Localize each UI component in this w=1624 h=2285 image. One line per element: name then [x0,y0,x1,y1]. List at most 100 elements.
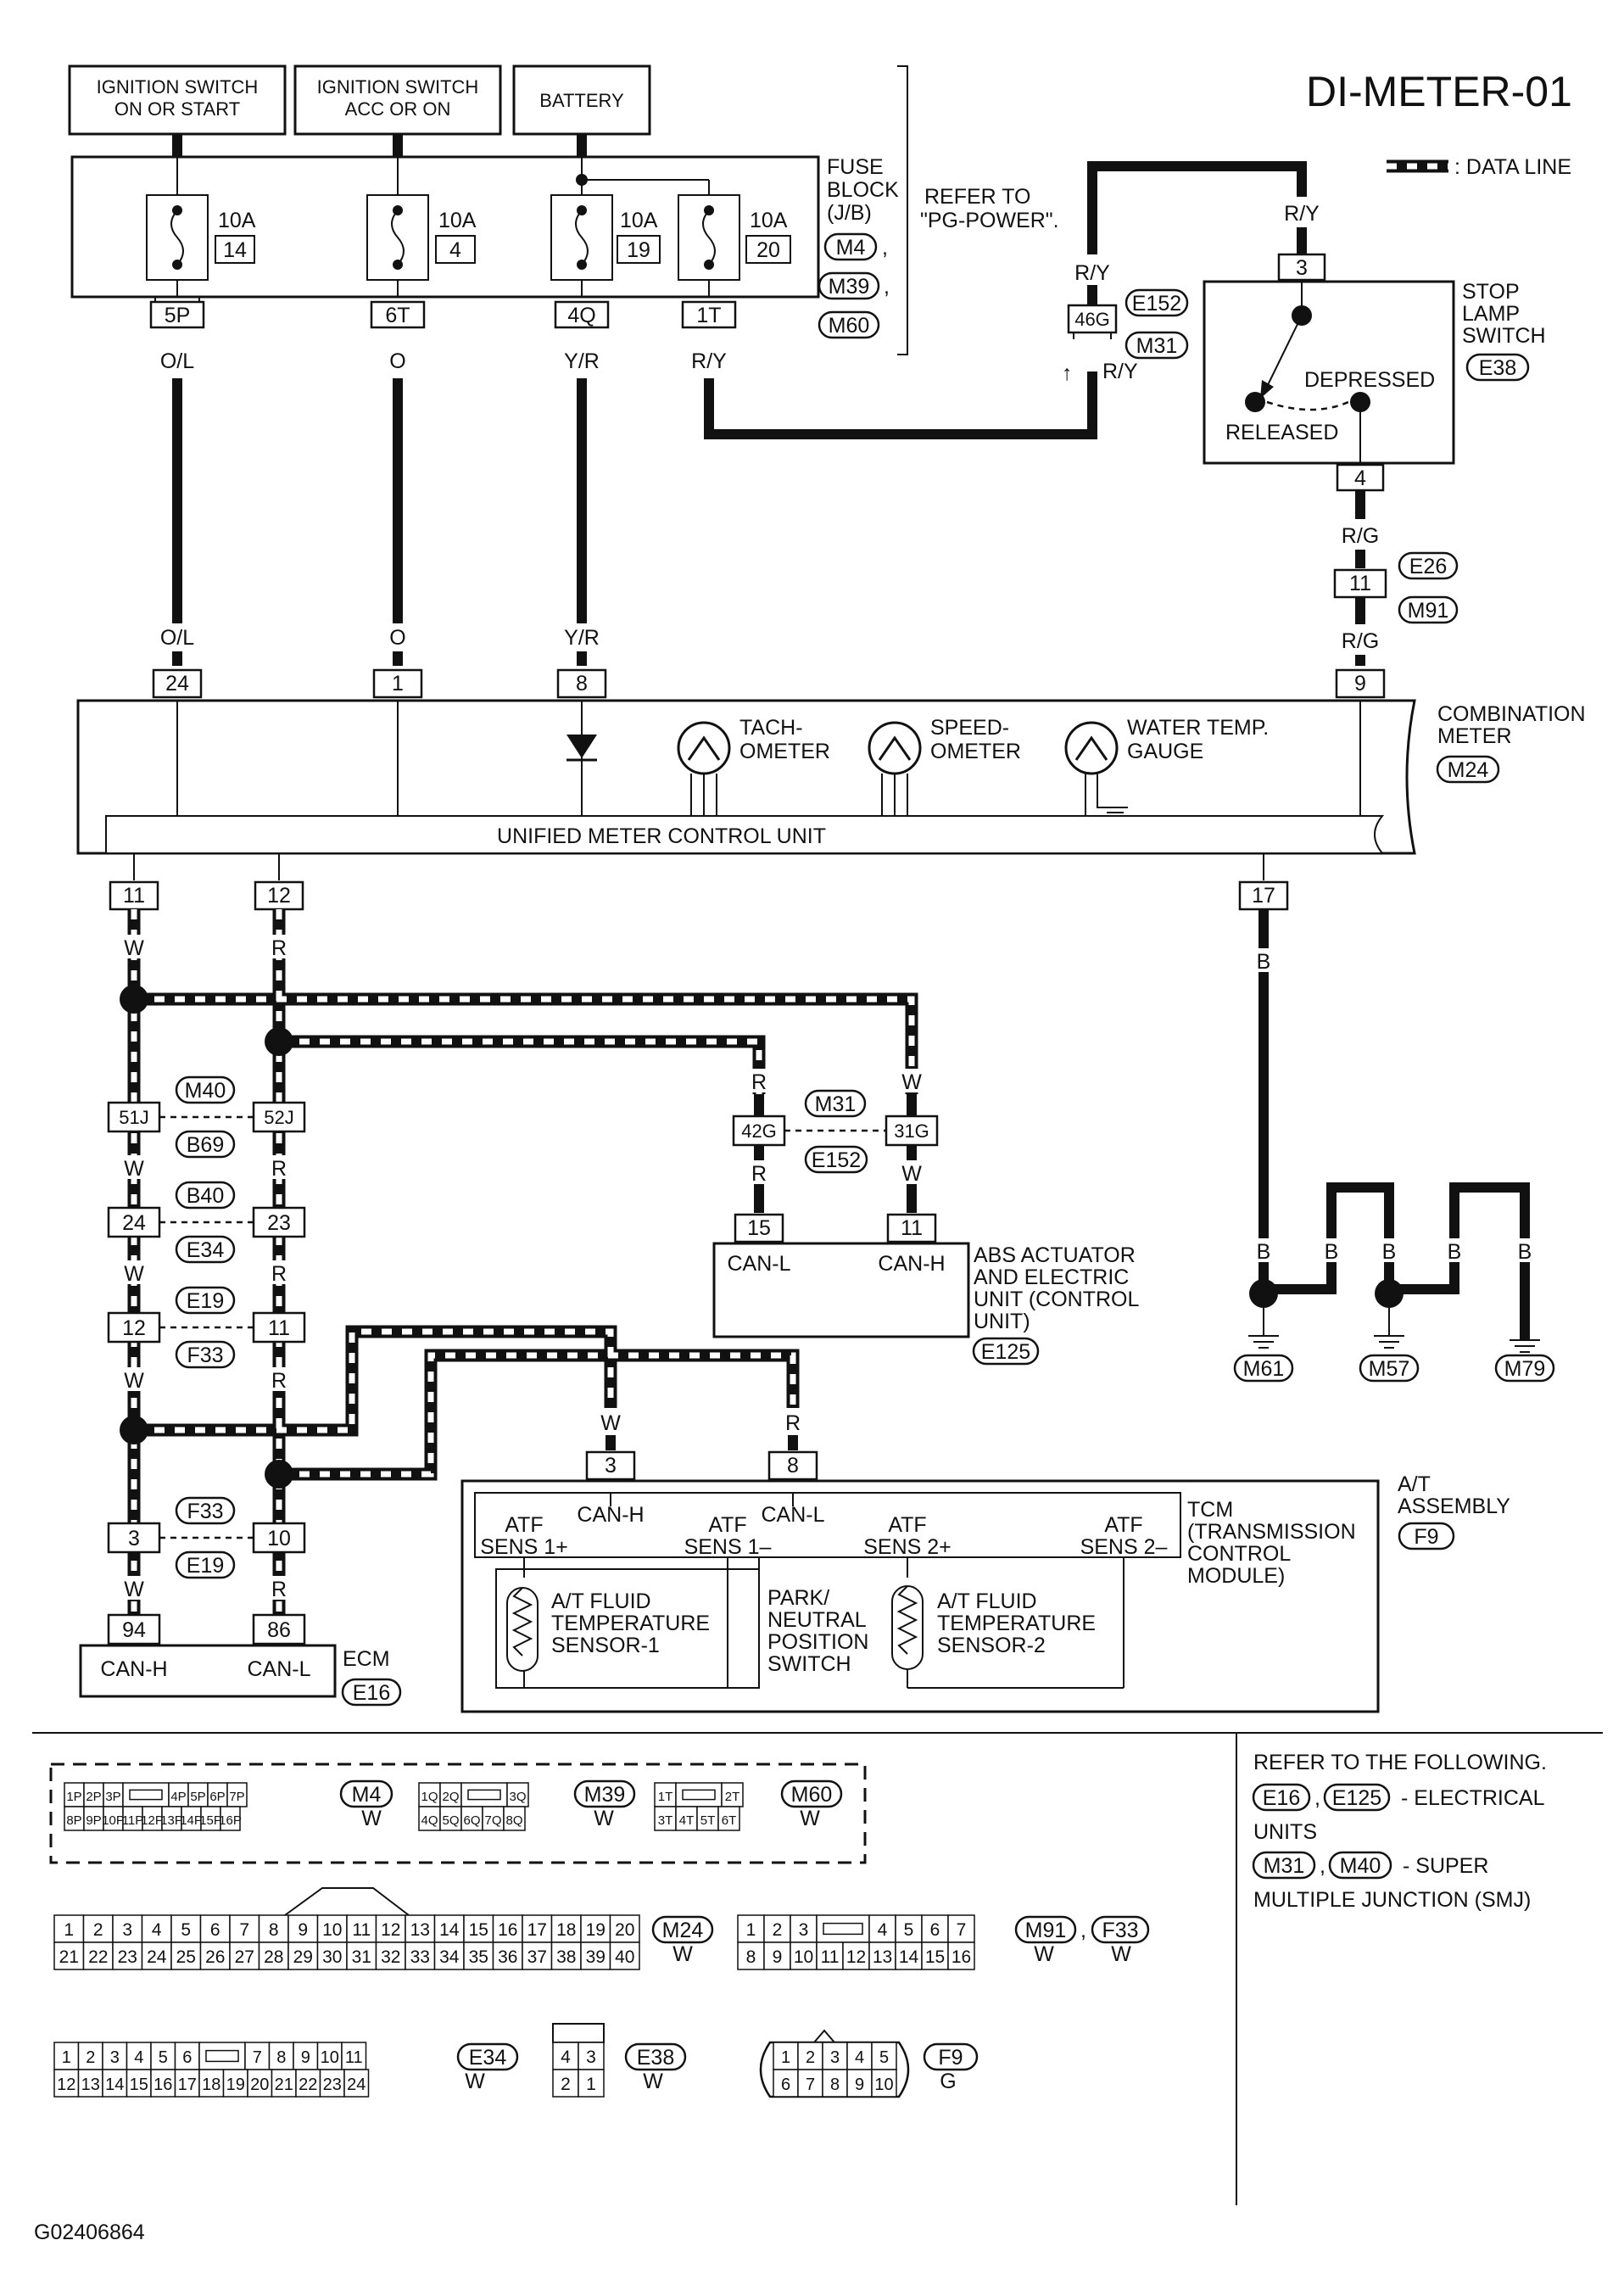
pin-label: 20 [615,1920,634,1940]
pin-label: 4 [561,2048,571,2067]
at-assembly-label-1: A/T [1398,1472,1431,1496]
pin-label: 10 [322,1920,342,1940]
pin-cell [405,1941,436,1970]
sensor-2-label-3: SENSOR-2 [937,1634,1046,1657]
svg-text:17: 17 [1252,884,1275,908]
connector-code: F9 [938,2046,963,2070]
pin-label: 5Q [442,1813,459,1828]
pin-label: 9P [86,1813,101,1828]
connector-lock-icon [205,2049,239,2063]
pin-label: 13 [410,1920,430,1940]
abs-actuator-unit: 15 11 CAN-L CAN-H [712,1213,970,1338]
svg-text:E19: E19 [187,1289,224,1313]
tcm-can-l: CAN-L [761,1503,824,1527]
pin-label: 22 [299,2075,317,2094]
ground-wires: B B B B B B [1249,909,1535,1340]
speedometer-label-2: OMETER [930,740,1021,763]
pin-label: 5T [700,1813,716,1828]
pin-label: 8 [746,1947,756,1967]
svg-text:,: , [1320,1854,1325,1878]
svg-text:5P: 5P [165,304,191,327]
svg-text:,: , [884,275,890,299]
speedometer-label-1: SPEED- [930,716,1009,740]
pin-label: 7Q [484,1813,501,1828]
sensor-1-label-1: A/T FLUID [551,1589,651,1613]
pin-cell [871,2042,897,2070]
pin-label: 16 [153,2075,172,2094]
water-temp-label-1: WATER TEMP. [1127,716,1269,740]
wire-labels-r: R R R R R [269,935,291,1601]
pin-label: 4 [878,1920,888,1940]
pin-cell [53,1914,85,1943]
joint-46g-code-e152: E152 [1132,292,1181,316]
fuse-20-amp: 10A [750,209,788,232]
pin-label: 1 [64,1920,74,1940]
pin-label: 3 [586,2048,596,2067]
pin-cell [433,1941,465,1970]
pin-cell [463,1941,494,1970]
pin-label: 38 [556,1947,576,1967]
pin-cell [126,2069,152,2098]
svg-text:6T: 6T [385,304,410,327]
pin-cell [822,2069,848,2098]
wire-label-ol: O/L [160,626,194,650]
pin-cell [102,2069,128,2098]
pin-cell [675,1806,698,1831]
stop-lamp-released: RELEASED [1225,421,1338,444]
svg-text:R: R [271,1578,287,1601]
connector-color: W [643,2070,663,2093]
park-label-1: PARK/ [767,1586,829,1610]
refer-text-1b: UNITS [1253,1820,1317,1844]
svg-text:W: W [901,1070,922,1094]
pin-label: 9 [855,2075,864,2094]
refer-code-m31: M31 [1264,1854,1305,1878]
sensor-2-label-2: TEMPERATURE [937,1612,1096,1635]
pin-label: 7 [806,2075,815,2094]
pin-cell [244,2042,271,2070]
pin-label: 22 [88,1947,108,1967]
joint-42g-31g: R W 42G 31G M31 E152 R W [732,1069,939,1213]
svg-text:8: 8 [576,672,588,696]
pin-label: 14 [439,1920,460,1940]
pin-label: 34 [439,1947,460,1967]
svg-text:W: W [124,1262,144,1286]
fuse-14: 10A 14 [146,157,256,281]
svg-text:M31: M31 [815,1092,857,1116]
pin-label: 3 [799,1920,809,1940]
pin-label: 5 [159,2048,168,2067]
svg-text:24: 24 [122,1211,146,1235]
wire-label-yr: Y/R [564,626,600,650]
tachometer-label-1: TACH- [739,716,803,740]
pin-label: 2P [86,1790,101,1804]
pin-cell [229,1941,260,1970]
pin-label: 5 [904,1920,914,1940]
pin-cell [947,1941,975,1970]
ecm-label: ECM [343,1647,390,1671]
pin-cell [550,1914,582,1943]
pin-label: 25 [176,1947,196,1967]
svg-text:11: 11 [268,1316,290,1340]
tcm-can-h: CAN-H [577,1503,644,1527]
svg-text:12: 12 [267,884,291,908]
svg-text:R: R [271,936,287,960]
svg-text:SENS 2–: SENS 2– [1080,1535,1168,1559]
connector-lock-icon [467,1789,501,1801]
connector-code: M24 [662,1919,704,1942]
data-line-legend: : DATA LINE [1387,155,1571,179]
pin-label: 8 [276,2048,286,2067]
pin-label: 14 [105,2075,124,2094]
pin-label: 7P [229,1790,244,1804]
pin-label: 21 [59,1947,79,1967]
pin-label: 8P [66,1813,81,1828]
pin-cell [871,2069,897,2098]
pin-cell [522,1941,553,1970]
pin-cell [268,2042,294,2070]
svg-text:W: W [124,1578,144,1601]
connector-color: G [940,2070,956,2093]
svg-text:SENS 1–: SENS 1– [684,1535,772,1559]
